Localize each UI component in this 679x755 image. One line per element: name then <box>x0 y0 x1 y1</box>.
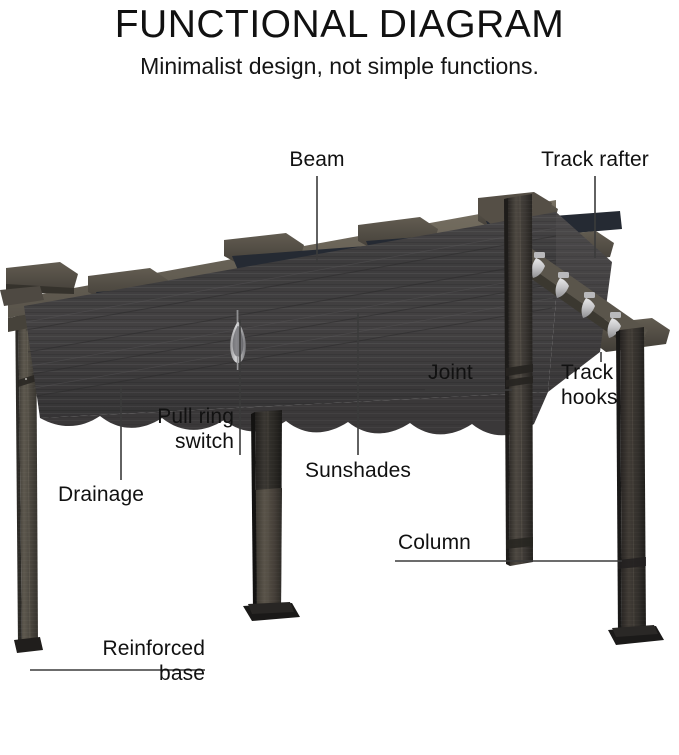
track-hook-icon <box>555 272 569 298</box>
post-front-right <box>608 327 664 645</box>
label-joint: Joint <box>428 361 473 384</box>
label-reinforced-base: Reinforced base <box>102 637 205 685</box>
page-subtitle: Minimalist design, not simple functions. <box>140 53 539 79</box>
track-hook-icon <box>581 292 595 318</box>
track-hook-icon <box>607 312 621 338</box>
label-drainage: Drainage <box>58 483 145 506</box>
label-track-hooks: Track hooks <box>561 361 618 409</box>
post-front-center <box>243 410 300 621</box>
label-track-rafter: Track rafter <box>541 148 649 171</box>
label-sunshades: Sunshades <box>305 459 411 482</box>
track-hooks-group <box>531 252 621 338</box>
post-rear-right <box>504 194 533 566</box>
label-pull-ring-switch: Pull ring switch <box>157 405 234 453</box>
page-header: FUNCTIONAL DIAGRAM Minimalist design, no… <box>0 0 679 80</box>
leader-lines <box>30 176 622 671</box>
canopy-sunshades <box>24 212 612 436</box>
track-hook-icon <box>531 252 545 278</box>
label-beam: Beam <box>289 148 345 171</box>
page-title: FUNCTIONAL DIAGRAM <box>114 3 565 46</box>
label-column: Column <box>398 531 471 554</box>
